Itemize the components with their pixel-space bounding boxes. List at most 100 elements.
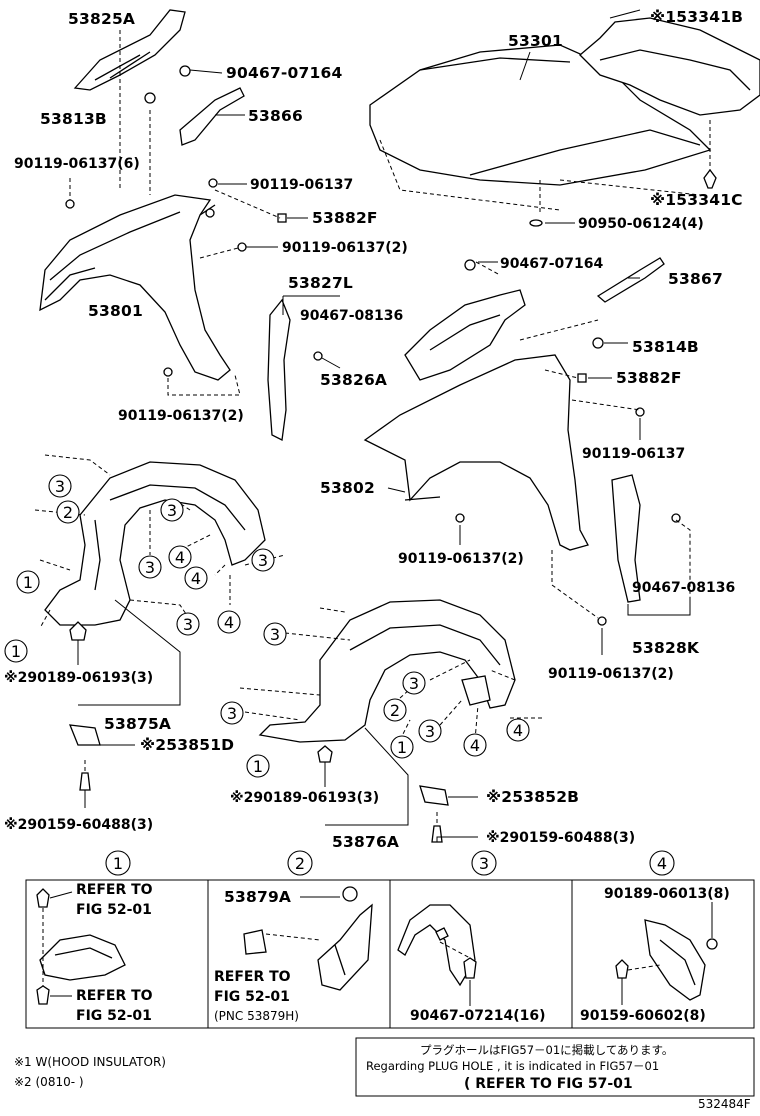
- callout-53876A: 53876A: [332, 833, 399, 851]
- callout-53813B: 53813B: [40, 110, 107, 128]
- liner-53875A-drawing: [44, 461, 266, 791]
- detail-boxes: REFER TO FIG 52-01 REFER TO FIG 52-01 53…: [25, 879, 755, 1029]
- marker-3: 3: [418, 719, 442, 743]
- callout-90159-60602-8: 90159-60602(8): [580, 1008, 706, 1024]
- callout-53828K: 53828K: [632, 639, 700, 657]
- marker-4: 4: [184, 566, 208, 590]
- callout-90189-06193-3: ※290189-06193(3): [230, 790, 379, 806]
- callout-90119-06137-6: 90119-06137(6): [14, 156, 140, 172]
- refer-fig-label: FIG 52-01: [76, 1008, 152, 1024]
- callout-90159-60488-3: ※290159-60488(3): [486, 830, 635, 846]
- liner-53876A-drawing: [258, 599, 516, 843]
- marker-3: 3: [48, 474, 72, 498]
- marker-4: 4: [506, 718, 530, 742]
- callout-53301: 53301: [508, 32, 563, 50]
- svg-text:2: 2: [295, 854, 305, 873]
- liner-53876A-leaders: [239, 607, 545, 842]
- marker-3: 3: [251, 548, 275, 572]
- svg-text:4: 4: [657, 854, 667, 873]
- hood-53301-drawing: [369, 17, 760, 227]
- marker-4: 4: [217, 610, 241, 634]
- callout-53852B: ※253852B: [486, 788, 579, 806]
- footnotes: ※1 W(HOOD INSULATOR) ※2 (0810- ): [14, 1055, 166, 1089]
- plug-hole-note: プラグホールはFIG57－01に掲載してあります。 Regarding PLUG…: [355, 1037, 755, 1097]
- marker-4: 4: [168, 545, 192, 569]
- refer-fig-label: FIG 52-01: [214, 989, 290, 1005]
- svg-text:3: 3: [479, 854, 489, 873]
- marker-1: 1: [246, 754, 270, 778]
- svg-text:3: 3: [425, 722, 435, 741]
- callout-labels: 53825A 90467-07164 53813B 53866 90119-06…: [4, 8, 743, 851]
- callout-53879A: 53879A: [224, 888, 291, 906]
- fender-53801-drawing: [39, 9, 323, 441]
- circled-index-markers: 3 2 1 1 3 4 3 4 3 3 4 3 3 1 3 2 3 1 4 4: [4, 474, 530, 778]
- svg-text:1: 1: [397, 738, 407, 757]
- svg-text:3: 3: [167, 501, 177, 520]
- fender-53802-drawing: [363, 257, 681, 626]
- plug-note-refer: ( REFER TO FIG 57-01: [464, 1076, 633, 1092]
- marker-1: 1: [16, 570, 40, 594]
- callout-53825A: 53825A: [68, 10, 135, 28]
- svg-text:3: 3: [55, 477, 65, 496]
- marker-3: 3: [160, 498, 184, 522]
- fender-53802-leaders: [387, 261, 691, 655]
- callout-53826A: 53826A: [320, 371, 387, 389]
- svg-text:3: 3: [227, 704, 237, 723]
- plug-note-japanese: プラグホールはFIG57－01に掲載してあります。: [420, 1043, 673, 1057]
- marker-3: 3: [402, 671, 426, 695]
- detail-header-3: 3: [471, 850, 497, 876]
- svg-text:4: 4: [191, 569, 201, 588]
- detail-box-1: REFER TO FIG 52-01 REFER TO FIG 52-01: [36, 882, 153, 1024]
- svg-text:1: 1: [113, 854, 123, 873]
- note-2: ※2 (0810- ): [14, 1075, 84, 1089]
- callout-90189-06013-8: 90189-06013(8): [604, 886, 730, 902]
- svg-text:4: 4: [224, 613, 234, 632]
- refer-to-label: REFER TO: [76, 988, 153, 1004]
- fender-53801-leaders: [69, 30, 341, 396]
- refer-to-label: REFER TO: [214, 969, 291, 985]
- detail-header-1: 1: [105, 850, 131, 876]
- callout-90159-60488-3: ※290159-60488(3): [4, 817, 153, 833]
- svg-text:4: 4: [175, 548, 185, 567]
- liner-53875A-leaders: [34, 454, 286, 808]
- callout-90119-06137-2: 90119-06137(2): [282, 240, 408, 256]
- callout-53814B: 53814B: [632, 338, 699, 356]
- detail-box-4: 90189-06013(8) 90159-60602(8): [580, 886, 730, 1024]
- svg-text:3: 3: [258, 551, 268, 570]
- svg-text:2: 2: [390, 701, 400, 720]
- callout-53341C: ※153341C: [650, 191, 743, 209]
- callout-90950-06124-4: 90950-06124(4): [578, 216, 704, 232]
- note-1: ※1 W(HOOD INSULATOR): [14, 1055, 166, 1069]
- marker-1: 1: [4, 639, 28, 663]
- marker-3: 3: [176, 612, 200, 636]
- marker-2: 2: [383, 698, 407, 722]
- callout-53866: 53866: [248, 107, 303, 125]
- svg-text:3: 3: [145, 558, 155, 577]
- callout-90467-07164: 90467-07164: [226, 64, 342, 82]
- detail-box-3: 90467-07214(16): [397, 904, 546, 1024]
- detail-header-4: 4: [649, 850, 675, 876]
- marker-3: 3: [138, 555, 162, 579]
- detail-box-headers: 1 2 3 4: [105, 850, 675, 876]
- pnc-label: (PNC 53879H): [214, 1009, 299, 1023]
- svg-text:3: 3: [409, 674, 419, 693]
- callout-53827L: 53827L: [288, 274, 353, 292]
- callout-53867: 53867: [668, 270, 723, 288]
- svg-text:2: 2: [63, 503, 73, 522]
- marker-1: 1: [390, 735, 414, 759]
- callout-90119-06137-2: 90119-06137(2): [548, 666, 674, 682]
- callout-90467-08136: 90467-08136: [300, 308, 403, 324]
- svg-text:3: 3: [183, 615, 193, 634]
- callout-90119-06137-2: 90119-06137(2): [398, 551, 524, 567]
- callout-90467-07164: 90467-07164: [500, 256, 603, 272]
- marker-3: 3: [263, 622, 287, 646]
- marker-3: 3: [220, 701, 244, 725]
- callout-53875A: 53875A: [104, 715, 171, 733]
- callout-53882F: 53882F: [616, 369, 682, 387]
- callout-90119-06137: 90119-06137: [250, 177, 353, 193]
- svg-text:4: 4: [470, 736, 480, 755]
- callout-53851D: ※253851D: [140, 736, 234, 754]
- callout-90119-06137: 90119-06137: [582, 446, 685, 462]
